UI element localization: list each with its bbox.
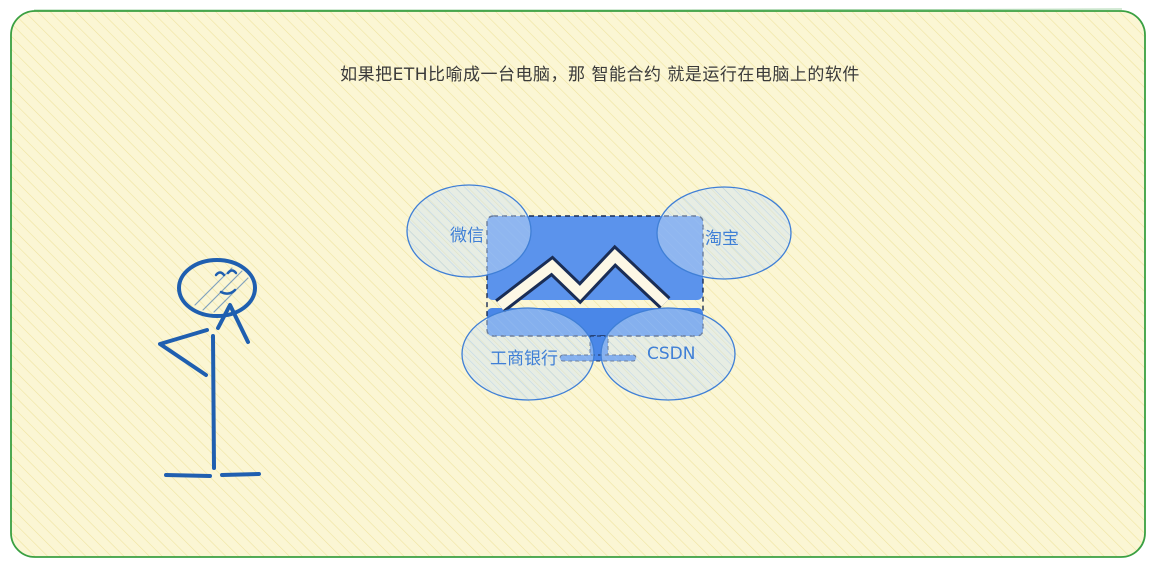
label-icbc: 工商银行 <box>490 349 558 369</box>
label-taobao: 淘宝 <box>705 229 739 249</box>
stick-figure <box>158 258 261 478</box>
figure-head-hatch <box>194 267 249 313</box>
bubble-taobao <box>656 186 792 280</box>
figure-right-arm <box>216 303 250 344</box>
label-wechat: 微信 <box>450 226 484 246</box>
figure-body <box>211 334 216 470</box>
figure-eyes <box>214 269 238 277</box>
figure-mouth <box>219 288 237 295</box>
figure-left-arm <box>158 328 209 377</box>
figure-head <box>177 258 257 318</box>
bubble-wechat <box>406 184 532 278</box>
diagram-caption: 如果把ETH比喻成一台电脑，那 智能合约 就是运行在电脑上的软件 <box>340 65 860 85</box>
bubble-icbc <box>461 307 595 401</box>
bubble-csdn <box>600 307 736 401</box>
figure-feet <box>164 472 261 478</box>
label-csdn: CSDN <box>647 344 696 364</box>
